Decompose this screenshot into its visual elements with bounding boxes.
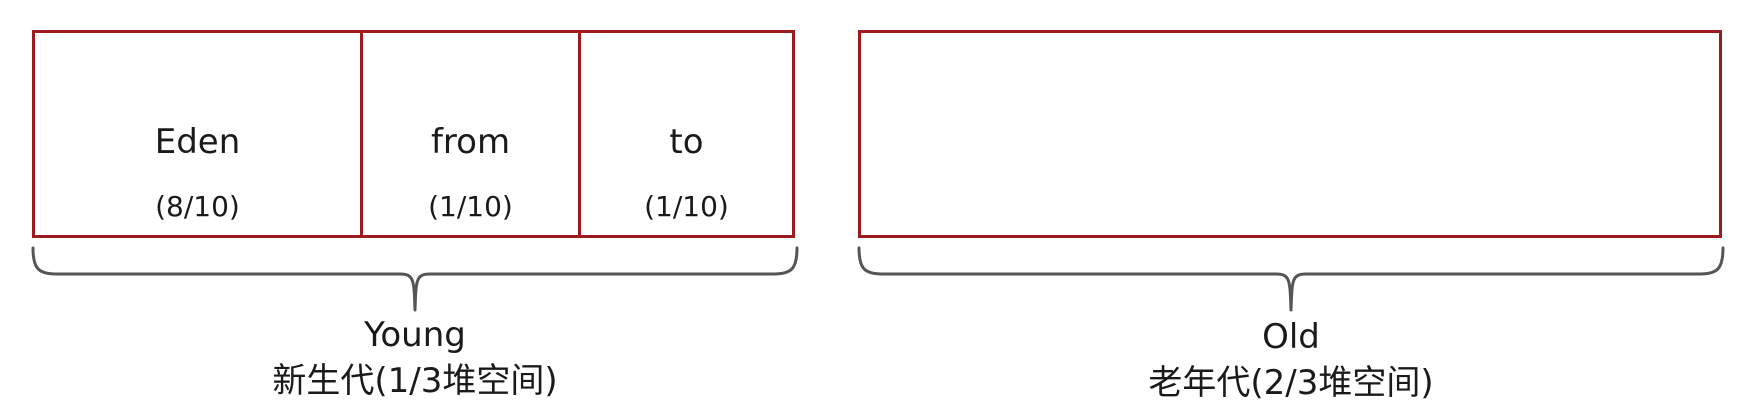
old-caption: Old 老年代(2/3堆空间) xyxy=(1091,320,1491,400)
from-label: from xyxy=(430,122,511,162)
young-label: Young xyxy=(364,315,466,355)
to-survivor-region: to (1/10) xyxy=(578,33,792,235)
young-generation-box: Eden (8/10) from (1/10) to (1/10) xyxy=(32,30,795,238)
old-sublabel: 老年代(2/3堆空间) xyxy=(1148,363,1434,403)
from-ratio: (1/10) xyxy=(428,190,513,223)
to-ratio: (1/10) xyxy=(644,190,729,223)
old-brace-icon xyxy=(857,246,1725,312)
eden-region: Eden (8/10) xyxy=(35,33,360,235)
young-sublabel: 新生代(1/3堆空间) xyxy=(272,361,558,401)
old-generation-box xyxy=(858,30,1722,238)
old-label: Old xyxy=(1262,317,1320,357)
young-brace-icon xyxy=(31,246,799,312)
eden-ratio: (8/10) xyxy=(155,190,240,223)
from-survivor-region: from (1/10) xyxy=(360,33,578,235)
eden-label: Eden xyxy=(154,122,241,162)
to-label: to xyxy=(669,122,704,162)
young-caption: Young 新生代(1/3堆空间) xyxy=(215,318,615,398)
